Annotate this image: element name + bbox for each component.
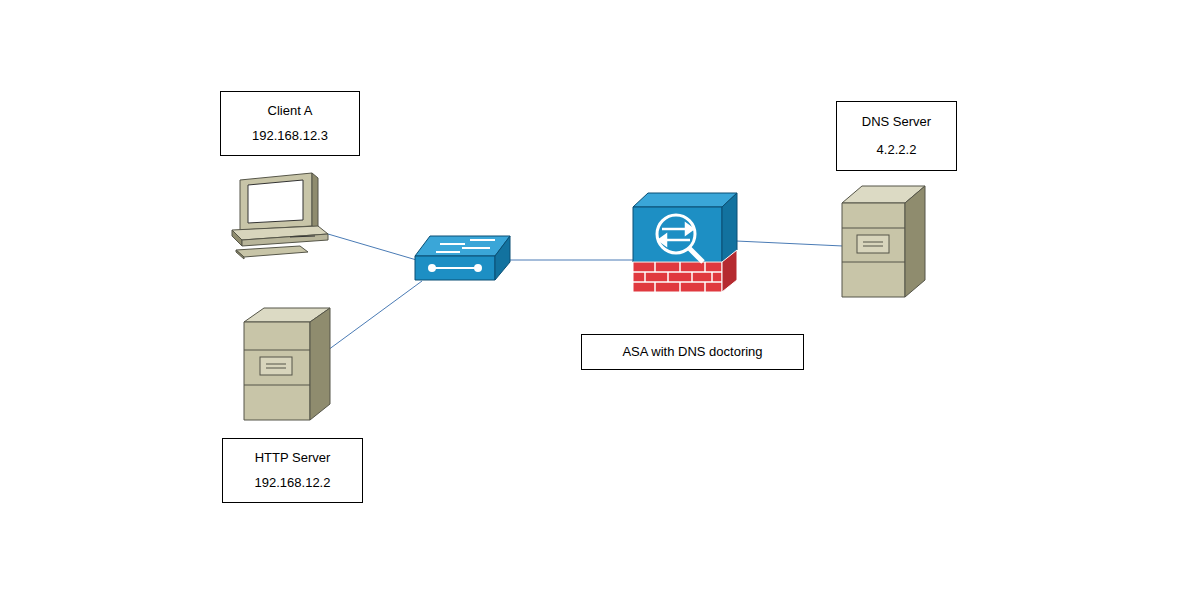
- server-icon: [842, 186, 925, 297]
- switch-icon: [415, 236, 510, 280]
- ip-address: 4.2.2.2: [877, 142, 917, 158]
- device-name: ASA with DNS doctoring: [622, 344, 762, 360]
- ip-address: 192.168.12.3: [252, 128, 328, 144]
- device-label-box: Client A 192.168.12.3: [220, 91, 360, 156]
- device-label-box: ASA with DNS doctoring: [581, 334, 804, 370]
- device-name: DNS Server: [862, 114, 931, 130]
- device-label-box: DNS Server 4.2.2.2: [836, 101, 957, 171]
- ip-address: 192.168.12.2: [255, 475, 331, 491]
- device-name: HTTP Server: [255, 450, 331, 466]
- device-name: Client A: [268, 103, 313, 119]
- device-label-box: HTTP Server 192.168.12.2: [222, 438, 363, 503]
- firewall-icon: [633, 193, 737, 292]
- wire: [328, 234, 843, 350]
- server-icon: [244, 308, 330, 420]
- pc-icon: [232, 173, 328, 259]
